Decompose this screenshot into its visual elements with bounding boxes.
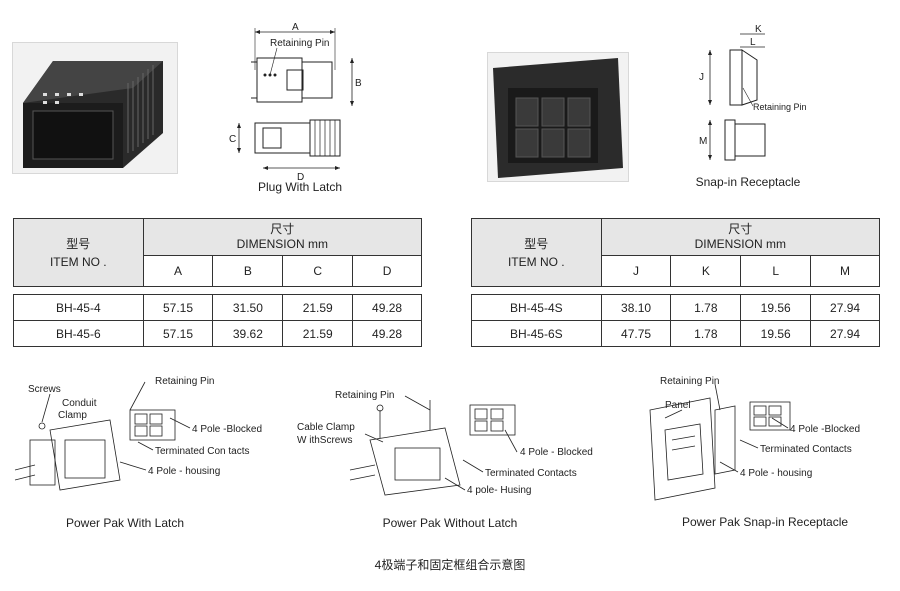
receptacle-dimension-drawing: K L J Retaining Pin M [699, 24, 807, 161]
assembly2-caption: Power Pak Without Latch [382, 516, 518, 530]
assembly1-label-conduit: Conduit [62, 398, 97, 409]
assembly1-label-contacts: Terminated Con tacts [155, 446, 250, 457]
col-header-k: K [670, 255, 742, 287]
assembly2-label-withscrews: W ithScrews [297, 435, 353, 446]
assembly1-label-clamp: Clamp [58, 410, 87, 421]
table-row: BH-45-6 57.15 39.62 21.59 49.28 [13, 320, 422, 347]
plug-dimension-drawing: A Retaining Pin B C D [229, 22, 362, 182]
assembly1-label-blocked: 4 Pole -Blocked [192, 424, 262, 435]
assembly3-label-blocked: 4 Pole -Blocked [790, 424, 860, 435]
dim-label-l: L [750, 37, 756, 48]
item-header: 型号 ITEM NO . [471, 218, 602, 287]
col-header-a: A [142, 255, 214, 287]
dim-label-m: M [699, 136, 707, 147]
plug-dimension-table: 型号 ITEM NO . 尺寸 DIMENSION mm A B C D BH-… [13, 218, 423, 347]
assembly1-label-housing: 4 Pole - housing [148, 466, 220, 477]
receptacle-image [493, 58, 623, 178]
dim-label-b: B [355, 78, 362, 89]
col-header-m: M [810, 255, 880, 287]
col-header-l: L [740, 255, 812, 287]
dim-label-a: A [292, 22, 299, 33]
receptacle-caption: Snap-in Receptacle [695, 175, 801, 189]
assembly-with-latch-drawing: Screws Conduit Clamp Retaining Pin 4 Pol… [14, 376, 262, 491]
dim-label-d: D [297, 172, 304, 182]
footer-title: 4极端子和固定框组合示意图 [374, 558, 526, 572]
assembly1-caption: Power Pak With Latch [65, 516, 185, 530]
assembly3-label-contacts: Terminated Contacts [760, 444, 852, 455]
col-header-b: B [212, 255, 284, 287]
receptacle-photo [487, 52, 629, 182]
dimension-header: 尺寸 DIMENSION mm [142, 218, 423, 256]
col-header-j: J [600, 255, 672, 287]
assembly3-caption: Power Pak Snap-in Receptacle [681, 515, 849, 529]
assembly3-label-panel: Panel [665, 400, 691, 411]
assembly2-label-retaining-pin: Retaining Pin [335, 390, 394, 401]
assembly3-label-retaining-pin: Retaining Pin [660, 376, 719, 387]
retaining-pin-label: Retaining Pin [270, 38, 329, 49]
dim-label-c: C [229, 134, 236, 145]
assembly1-label-retaining-pin: Retaining Pin [155, 376, 214, 387]
dimension-header: 尺寸 DIMENSION mm [600, 218, 881, 256]
receptacle-dimension-table: 型号 ITEM NO . 尺寸 DIMENSION mm J K L M BH-… [471, 218, 881, 347]
dim-label-k: K [755, 24, 762, 35]
item-header: 型号 ITEM NO . [13, 218, 144, 287]
assembly2-label-housing: 4 pole- Husing [467, 485, 531, 496]
assembly2-label-blocked: 4 Pole - Blocked [520, 447, 593, 458]
dim-label-j: J [699, 72, 704, 83]
table-row: BH-45-4S 38.10 1.78 19.56 27.94 [471, 294, 880, 321]
assembly2-label-cable-clamp: Cable Clamp [297, 422, 355, 433]
assembly2-label-contacts: Terminated Contacts [485, 468, 577, 479]
snap-in-receptacle-assembly-drawing: Retaining Pin Panel 4 Pole -Blocked Term… [649, 376, 860, 501]
col-header-c: C [282, 255, 354, 287]
col-header-d: D [352, 255, 422, 287]
plug-caption: Plug With Latch [257, 180, 343, 194]
receptacle-retaining-pin-label: Retaining Pin [753, 102, 807, 112]
table-row: BH-45-4 57.15 31.50 21.59 49.28 [13, 294, 422, 321]
plug-housing-image [23, 61, 163, 168]
assembly3-label-housing: 4 Pole - housing [740, 468, 812, 479]
assembly-without-latch-drawing: Retaining Pin Cable Clamp W ithScrews 4 … [297, 390, 593, 496]
table-row: BH-45-6S 47.75 1.78 19.56 27.94 [471, 320, 880, 347]
plug-photo [12, 42, 178, 174]
assembly1-label-screws: Screws [28, 384, 61, 395]
